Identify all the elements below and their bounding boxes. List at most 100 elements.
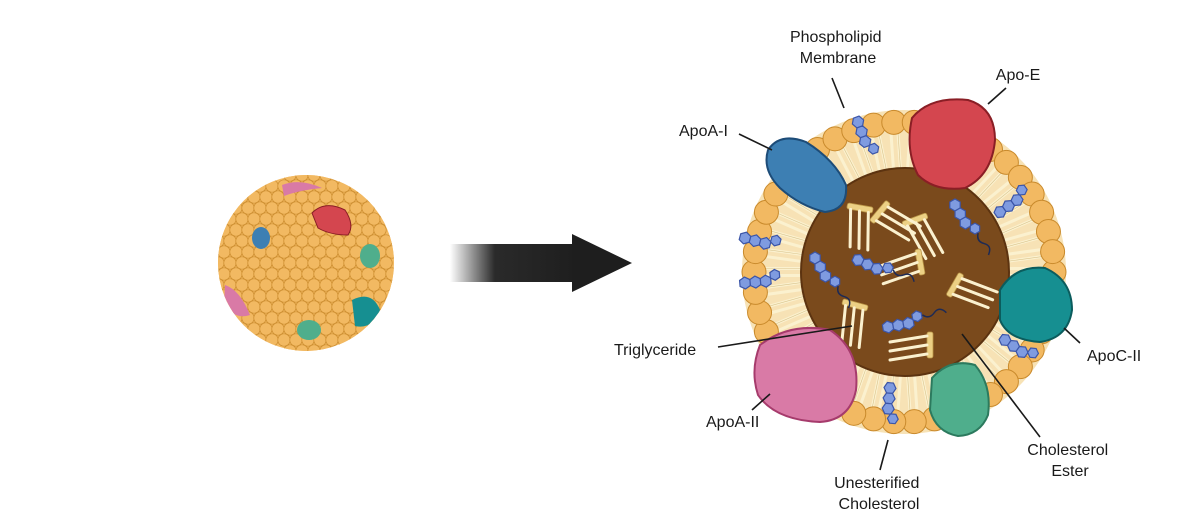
phospholipid-bubble bbox=[229, 201, 243, 215]
phospholipid-bubble bbox=[253, 267, 267, 281]
phospholipid-bubble bbox=[253, 289, 267, 303]
phospholipid-bubble bbox=[349, 201, 363, 215]
phospholipid-bubble bbox=[241, 223, 255, 237]
phospholipid-bubble bbox=[283, 344, 297, 351]
phospholipid-bubble bbox=[313, 289, 327, 303]
phospholipid-bubble bbox=[265, 245, 279, 259]
cholesterol-ring bbox=[867, 142, 880, 155]
phospholipid-bubble bbox=[355, 278, 369, 292]
phospholipid-bubble bbox=[271, 212, 285, 226]
phospholipid-bubble bbox=[277, 289, 291, 303]
phospholipid-bubble bbox=[325, 267, 339, 281]
phospholipid-bubble bbox=[337, 179, 351, 193]
phospholipid-head bbox=[1040, 239, 1066, 265]
phospholipid-bubble bbox=[241, 201, 255, 215]
phospholipid-bubble bbox=[367, 212, 381, 226]
phospholipid-bubble bbox=[253, 333, 267, 347]
cholesterol-molecule bbox=[949, 198, 991, 256]
cholesterol-ester-tail bbox=[976, 232, 991, 256]
phospholipid-bubble bbox=[277, 245, 291, 259]
phospholipid-bubble bbox=[218, 256, 225, 270]
cholesterol-molecule bbox=[738, 231, 782, 250]
phospholipid-bubble bbox=[307, 234, 321, 248]
phospholipid-bubble bbox=[295, 175, 309, 182]
phospholipid-bubble bbox=[235, 234, 249, 248]
phospholipid-bubble bbox=[319, 278, 333, 292]
phospholipid-bubble bbox=[289, 267, 303, 281]
leader-triglyceride bbox=[717, 325, 853, 348]
cholesterol-ring bbox=[769, 268, 781, 281]
phospholipid-bubble bbox=[343, 256, 357, 270]
phospholipid-bubble bbox=[379, 300, 393, 314]
leader-phospholipid bbox=[831, 77, 845, 109]
phospholipid-bubble bbox=[229, 245, 243, 259]
phospholipid-bubble bbox=[271, 234, 285, 248]
phospholipid-bubble bbox=[295, 256, 309, 270]
phospholipid-bubble bbox=[361, 223, 375, 237]
phospholipid-bubble bbox=[247, 278, 261, 292]
cholesterol-molecule bbox=[851, 115, 880, 155]
phospholipid-bubble bbox=[367, 278, 381, 292]
phospholipid-bubble bbox=[343, 322, 357, 336]
phospholipid-bubble bbox=[289, 289, 303, 303]
cholesterol-ring bbox=[829, 275, 841, 288]
cholesterol-molecule bbox=[851, 253, 915, 282]
phospholipid-bubble bbox=[283, 278, 297, 292]
phospholipid-bubble bbox=[349, 179, 363, 193]
phospholipid-bubble bbox=[283, 256, 297, 270]
phospholipid-bubble bbox=[241, 245, 255, 259]
phospholipid-bubble bbox=[235, 278, 249, 292]
phospholipid-bubble bbox=[325, 333, 339, 347]
phospholipid-bubble bbox=[349, 333, 363, 347]
phospholipid-bubble bbox=[247, 190, 261, 204]
phospholipid-bubble bbox=[259, 256, 273, 270]
phospholipid-bubble bbox=[319, 256, 333, 270]
phospholipid-bubble bbox=[265, 333, 279, 347]
phospholipid-bubble bbox=[301, 267, 315, 281]
phospholipid-bubble bbox=[331, 190, 345, 204]
phospholipid-bubble bbox=[295, 212, 309, 226]
phospholipid-bubble bbox=[289, 201, 303, 215]
lipoprotein-sphere-icon bbox=[218, 175, 394, 351]
phospholipid-bubble bbox=[295, 190, 309, 204]
phospholipid-bubble bbox=[247, 212, 261, 226]
phospholipid-bubble bbox=[229, 267, 243, 281]
phospholipid-bubble bbox=[277, 223, 291, 237]
phospholipid-bubble bbox=[241, 267, 255, 281]
cholesterol-molecule bbox=[881, 308, 947, 334]
cholesterol-ring bbox=[1026, 347, 1040, 359]
phospholipid-bubble bbox=[385, 267, 394, 281]
phospholipid-bubble bbox=[218, 234, 225, 248]
phospholipid-bubble bbox=[379, 278, 393, 292]
triglyceride-molecule bbox=[846, 202, 874, 252]
leader-apo-a-i bbox=[738, 133, 773, 151]
phospholipid-bubble bbox=[343, 234, 357, 248]
phospholipid-bubble bbox=[319, 175, 333, 182]
phospholipid-bubble bbox=[373, 289, 387, 303]
label-apo-e: Apo-E bbox=[996, 67, 1040, 84]
triglyceride-molecule bbox=[840, 298, 869, 350]
phospholipid-bubble bbox=[319, 344, 333, 351]
label-cholesterol-ester: Cholesterol Ester bbox=[1027, 442, 1112, 480]
phospholipid-bubble bbox=[253, 179, 267, 193]
phospholipid-bubble bbox=[241, 289, 255, 303]
apo-green-protein bbox=[928, 362, 990, 438]
phospholipid-bubble bbox=[283, 175, 297, 182]
phospholipid-bubble bbox=[223, 212, 237, 226]
triglyceride-molecule bbox=[888, 331, 934, 362]
arrow-right-icon bbox=[450, 234, 632, 292]
cholesterol-molecule bbox=[881, 381, 899, 425]
cholesterol-molecule bbox=[809, 251, 851, 309]
phospholipid-bubble bbox=[373, 267, 387, 281]
phospholipid-bubble bbox=[361, 201, 375, 215]
phospholipid-bubble bbox=[265, 267, 279, 281]
phospholipid-bubble bbox=[343, 278, 357, 292]
phospholipid-bubble bbox=[385, 245, 394, 259]
phospholipid-bubble bbox=[295, 300, 309, 314]
phospholipid-bubble bbox=[337, 267, 351, 281]
phospholipid-bubble bbox=[235, 256, 249, 270]
phospholipid-bubble bbox=[235, 212, 249, 226]
phospholipid-bubble bbox=[277, 267, 291, 281]
label-apo-a-i: ApoA-I bbox=[679, 123, 728, 140]
phospholipid-bubble bbox=[349, 223, 363, 237]
